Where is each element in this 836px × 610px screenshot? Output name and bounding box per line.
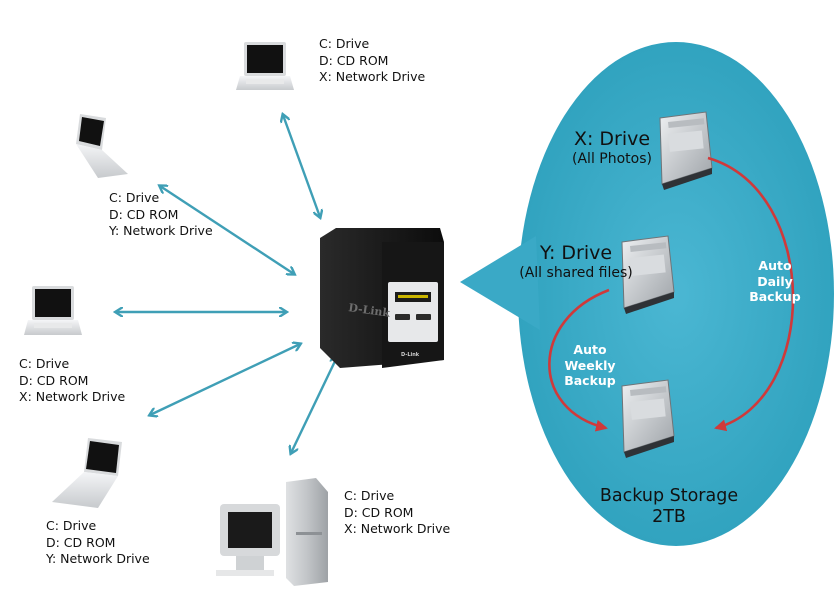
- drive-d-label: D: CD ROM: [109, 206, 179, 222]
- connector-arrows: [116, 115, 337, 453]
- nas-brand-logo-front: D-Link: [401, 352, 420, 358]
- hard-drive-icon-y: [621, 235, 675, 314]
- backup-storage-capacity: 2TB: [652, 507, 686, 527]
- x-drive-subtitle: (All Photos): [572, 151, 652, 167]
- desktop-computer-icon[interactable]: [216, 478, 328, 586]
- drive-c-label: C: Drive: [46, 518, 97, 533]
- weekly-backup-line: Auto: [573, 342, 607, 357]
- network-drive-label: Y: Network Drive: [109, 223, 213, 238]
- x-drive-title: X: Drive: [573, 128, 651, 150]
- client-drive-list: C: Drive D: CD ROM X: Network Drive: [344, 488, 450, 538]
- arrow-lower-left-laptop: [150, 344, 300, 415]
- nas-device[interactable]: D-Link D-Link: [320, 228, 444, 368]
- client-drive-list: C: Drive D: CD ROM Y: Network Drive: [109, 190, 213, 240]
- weekly-backup-label: Auto Weekly Backup: [557, 342, 623, 389]
- arrow-top-laptop: [283, 115, 320, 217]
- daily-backup-line: Daily: [757, 273, 793, 289]
- backup-storage-title: Backup Storage: [599, 486, 739, 506]
- drive-d-label: D: CD ROM: [319, 52, 389, 68]
- hard-drive-icon-backup: [621, 379, 675, 458]
- y-drive-label: Y: Drive (All shared files): [518, 242, 634, 282]
- network-drive-label: X: Network Drive: [344, 521, 451, 536]
- drive-c-label: C: Drive: [344, 488, 395, 503]
- network-drive-label: Y: Network Drive: [46, 551, 150, 566]
- daily-backup-line: Auto: [758, 258, 792, 273]
- drive-c-label: C: Drive: [319, 36, 370, 51]
- backup-storage-label: Backup Storage 2TB: [594, 486, 744, 528]
- x-drive-label: X: Drive (All Photos): [566, 128, 658, 168]
- laptop-icon[interactable]: [24, 286, 82, 335]
- network-drive-label: X: Network Drive: [19, 389, 126, 404]
- drive-c-label: C: Drive: [19, 356, 70, 371]
- network-drive-label: X: Network Drive: [319, 69, 426, 84]
- client-drive-list: C: Drive D: CD ROM X: Network Drive: [19, 356, 125, 406]
- client-drive-list: C: Drive D: CD ROM Y: Network Drive: [46, 518, 150, 568]
- daily-backup-line: Backup: [749, 289, 801, 304]
- arrow-desktop: [291, 357, 337, 453]
- hard-drive-icon-x: [659, 111, 713, 190]
- drive-d-label: D: CD ROM: [344, 504, 414, 520]
- y-drive-title: Y: Drive: [539, 242, 613, 264]
- drive-d-label: D: CD ROM: [46, 534, 116, 550]
- weekly-backup-line: Backup: [564, 373, 616, 388]
- nas-brand-logo: D-Link: [348, 301, 392, 320]
- y-drive-subtitle: (All shared files): [519, 265, 633, 281]
- daily-backup-label: Auto Daily Backup: [742, 258, 808, 305]
- daily-backup-arrow: [707, 156, 795, 432]
- weekly-backup-arrow: [548, 288, 610, 432]
- client-drive-list: C: Drive D: CD ROM X: Network Drive: [319, 36, 425, 86]
- laptop-icon[interactable]: [236, 42, 294, 90]
- arrow-upper-left-laptop: [160, 186, 294, 274]
- weekly-backup-line: Weekly: [564, 357, 616, 373]
- drive-d-label: D: CD ROM: [19, 372, 89, 388]
- laptop-icon[interactable]: [52, 438, 122, 508]
- laptop-icon[interactable]: [76, 114, 128, 178]
- drive-c-label: C: Drive: [109, 190, 160, 205]
